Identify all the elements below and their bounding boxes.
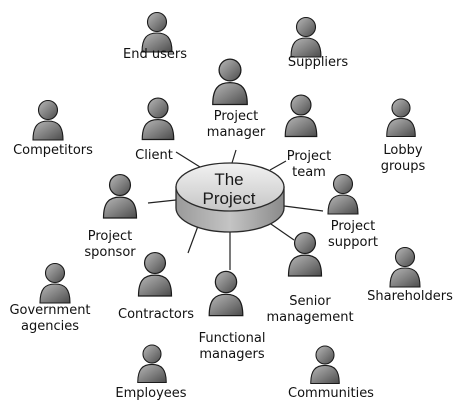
center-label-line2: Project bbox=[203, 189, 256, 208]
connector-senior-management bbox=[267, 221, 295, 241]
person-icon bbox=[39, 262, 71, 304]
person-icon bbox=[386, 98, 416, 138]
label-line: Project bbox=[331, 219, 375, 234]
person-icon bbox=[284, 94, 318, 138]
person-icon bbox=[137, 251, 173, 297]
label-line: Contractors bbox=[118, 307, 194, 322]
person-icon bbox=[141, 97, 175, 141]
person-icon bbox=[102, 173, 138, 219]
person-icon bbox=[32, 99, 64, 141]
stakeholder-label-end-users: End users bbox=[123, 47, 187, 62]
label-line: managers bbox=[199, 347, 264, 362]
label-line: Employees bbox=[115, 386, 186, 401]
label-line: End users bbox=[123, 47, 187, 62]
connector-project-manager bbox=[231, 149, 237, 164]
label-line: Client bbox=[135, 148, 173, 163]
person-icon bbox=[327, 173, 359, 215]
stakeholder-label-shareholders: Shareholders bbox=[367, 289, 453, 304]
label-line: agencies bbox=[21, 319, 79, 334]
label-line: Government bbox=[9, 303, 90, 318]
connector-project-team bbox=[269, 160, 287, 171]
person-icon bbox=[208, 270, 244, 317]
label-line: manager bbox=[207, 125, 266, 140]
person-icon bbox=[310, 345, 340, 385]
label-line: Competitors bbox=[13, 143, 93, 158]
stakeholder-label-communities: Communities bbox=[288, 386, 374, 401]
center-label-line1: The bbox=[214, 170, 243, 189]
person-icon bbox=[137, 344, 167, 384]
label-line: Project bbox=[88, 229, 132, 244]
stakeholder-label-client: Client bbox=[135, 148, 173, 163]
connector-project-support bbox=[283, 205, 324, 212]
project-disk-top bbox=[175, 162, 285, 212]
label-line: groups bbox=[381, 159, 426, 174]
label-line: Senior bbox=[289, 294, 331, 309]
person-icon bbox=[389, 246, 421, 288]
connector-client bbox=[175, 151, 201, 168]
label-line: Project bbox=[287, 149, 331, 164]
person-icon bbox=[212, 58, 248, 106]
stakeholder-label-suppliers: Suppliers bbox=[288, 55, 349, 70]
label-line: Lobby bbox=[383, 143, 422, 158]
stakeholder-figures bbox=[32, 11, 421, 385]
project-center: The Project bbox=[175, 162, 285, 233]
connector-lines bbox=[147, 149, 324, 270]
label-line: sponsor bbox=[84, 245, 136, 260]
person-icon bbox=[287, 231, 323, 277]
person-icon bbox=[290, 16, 322, 58]
label-line: team bbox=[292, 165, 326, 180]
label-line: Suppliers bbox=[288, 55, 349, 70]
label-line: Project bbox=[214, 109, 258, 124]
stakeholder-label-contractors: Contractors bbox=[118, 307, 194, 322]
stakeholder-label-employees: Employees bbox=[115, 386, 186, 401]
label-line: Functional bbox=[199, 331, 266, 346]
label-line: Shareholders bbox=[367, 289, 453, 304]
label-line: Communities bbox=[288, 386, 374, 401]
connector-contractors bbox=[187, 225, 199, 254]
label-line: management bbox=[266, 310, 353, 325]
label-line: support bbox=[328, 235, 378, 250]
person-icon bbox=[141, 11, 173, 53]
stakeholder-label-competitors: Competitors bbox=[13, 143, 93, 158]
connector-project-sponsor bbox=[147, 199, 177, 204]
